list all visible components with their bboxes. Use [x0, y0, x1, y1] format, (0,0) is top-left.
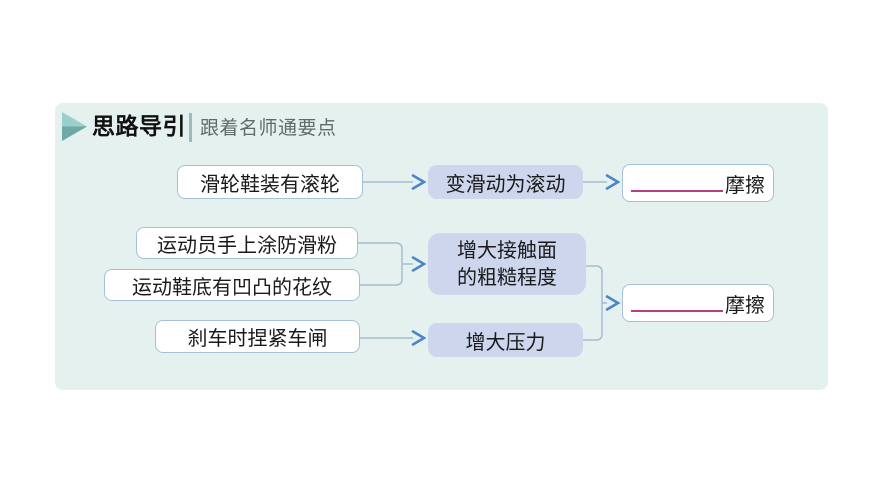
section-subtitle: 跟着名师通要点	[200, 117, 337, 139]
fill-in-blank-2	[631, 295, 723, 312]
flow-node-cause-brake-lever: 刹车时捏紧车闸	[155, 320, 360, 353]
fill-in-blank-1	[631, 175, 723, 192]
flow-node-cause-antislip-powder: 运动员手上涂防滑粉	[136, 227, 358, 259]
node-label: 运动鞋底有凹凸的花纹	[132, 274, 332, 299]
node-label: 滑轮鞋装有滚轮	[200, 171, 340, 196]
flow-node-result-2: 摩擦	[622, 284, 774, 322]
flow-node-method-sliding-to-rolling: 变滑动为滚动	[428, 165, 583, 199]
node-label: 运动员手上涂防滑粉	[157, 232, 337, 257]
flow-node-cause-shoe-tread: 运动鞋底有凹凸的花纹	[104, 269, 360, 301]
section-title: 思路导引	[92, 114, 186, 140]
node-label: 增大压力	[465, 329, 546, 354]
node-label: 变滑动为滚动	[445, 171, 566, 196]
result-suffix: 摩擦	[725, 292, 765, 317]
node-label-line1: 增大接触面	[457, 238, 557, 262]
result-suffix: 摩擦	[725, 172, 765, 197]
title-separator	[189, 113, 192, 142]
flow-node-result-1: 摩擦	[622, 164, 774, 202]
flow-node-method-increase-pressure: 增大压力	[428, 323, 583, 357]
flow-node-method-increase-roughness: 增大接触面 的粗糙程度	[428, 233, 586, 295]
play-triangle-icon	[62, 112, 87, 141]
node-label-line2: 的粗糙程度	[457, 265, 557, 289]
flow-node-cause-roller-skates: 滑轮鞋装有滚轮	[177, 165, 363, 199]
node-label: 刹车时捏紧车闸	[187, 326, 328, 350]
